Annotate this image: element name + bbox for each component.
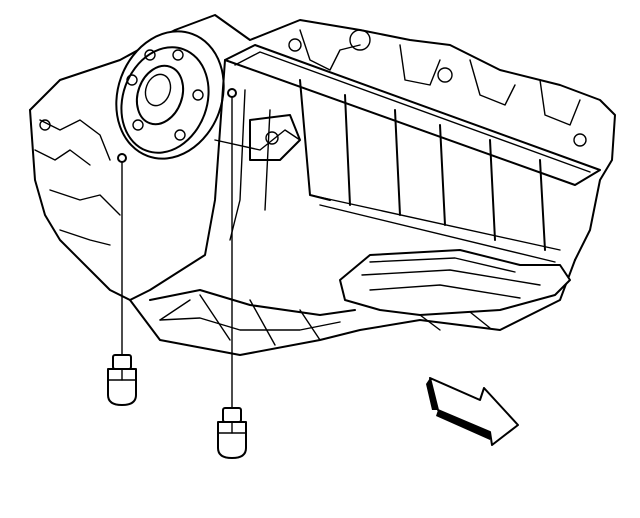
arrow-right-down-icon — [426, 377, 519, 446]
oil-pan-bolt-1 — [107, 354, 137, 406]
oil-pan-bolt-2 — [217, 407, 247, 459]
crankshaft-flange — [115, 30, 225, 160]
bolt-leaders — [117, 88, 237, 416]
oil-pan — [129, 44, 601, 356]
